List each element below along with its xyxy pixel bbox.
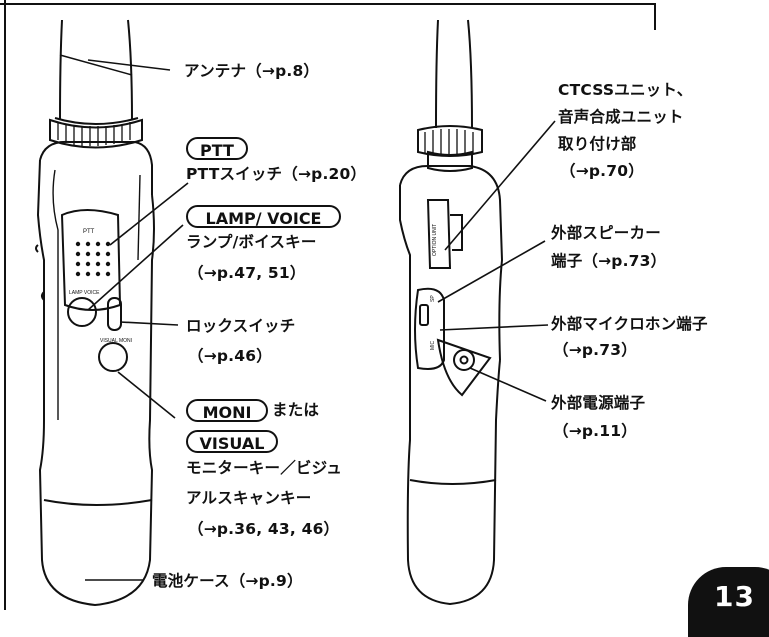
antenna-label: アンテナ（→p.8） xyxy=(184,62,320,80)
radio-front-view xyxy=(35,19,155,607)
mic-marking: MIC xyxy=(430,340,436,350)
visual-moni-marking: VISUAL MONI xyxy=(100,338,132,344)
power-jack-housing xyxy=(436,338,492,397)
sp-marking: SP xyxy=(430,295,436,302)
lamp-voice-key-label: ランプ/ボイスキー xyxy=(186,233,317,251)
moni-or-text: または xyxy=(272,401,320,419)
battery-case-label: 電池ケース（→p.9） xyxy=(152,572,303,590)
mic-jack-label: 外部マイクロホン端子 xyxy=(551,315,708,333)
lamp-voice-ref: （→p.47, 51） xyxy=(188,264,306,282)
lock-switch-label: ロックスイッチ xyxy=(186,317,296,335)
speaker-line2: 端子（→p.73） xyxy=(551,252,667,270)
lamp-voice-tag: LAMP/ VOICE xyxy=(186,205,341,228)
lamp-voice-marking: LAMP VOICE xyxy=(69,290,100,296)
ctcss-line3: 取り付け部 xyxy=(558,135,637,153)
lock-switch-ref: （→p.46） xyxy=(188,347,272,365)
moni-tag: MONI xyxy=(186,399,268,422)
lock-switch xyxy=(107,297,122,331)
moni-visual-button xyxy=(98,342,128,372)
ptt-tag: PTT xyxy=(186,137,248,160)
radio-illustration: PTT LAMP VOICE VISUAL MONI OPTION UNIT S… xyxy=(0,0,656,610)
monitor-key-line1: モニターキー／ビジュ xyxy=(186,459,342,477)
ptt-marking: PTT xyxy=(83,229,95,235)
monitor-key-ref: （→p.36, 43, 46） xyxy=(188,520,340,538)
monitor-key-line2: アルスキャンキー xyxy=(186,489,312,507)
ctcss-ref: （→p.70） xyxy=(560,162,644,180)
jack-panel xyxy=(414,287,445,370)
callout-lines-right xyxy=(437,120,556,402)
mic-jack-ref: （→p.73） xyxy=(553,341,637,359)
power-jack-ref: （→p.11） xyxy=(553,422,637,440)
option-unit-marking: OPTION UNIT xyxy=(432,224,438,256)
power-jack xyxy=(453,349,475,371)
channel-knob xyxy=(417,125,483,157)
speaker-grille xyxy=(75,241,111,277)
option-unit-slot xyxy=(426,199,452,269)
speaker-line1: 外部スピーカー xyxy=(551,224,661,242)
frame-top-border xyxy=(0,3,656,30)
callout-lines-left xyxy=(85,59,189,581)
ctcss-line1: CTCSSユニット、 xyxy=(558,81,693,99)
radio-side-view xyxy=(399,19,504,606)
visual-tag: VISUAL xyxy=(186,430,278,453)
power-jack-label: 外部電源端子 xyxy=(551,394,646,412)
ptt-switch-label: PTTスイッチ（→p.20） xyxy=(186,165,367,183)
page-number: 13 xyxy=(714,580,755,613)
lamp-voice-button xyxy=(67,297,97,327)
ctcss-line2: 音声合成ユニット xyxy=(558,108,684,126)
